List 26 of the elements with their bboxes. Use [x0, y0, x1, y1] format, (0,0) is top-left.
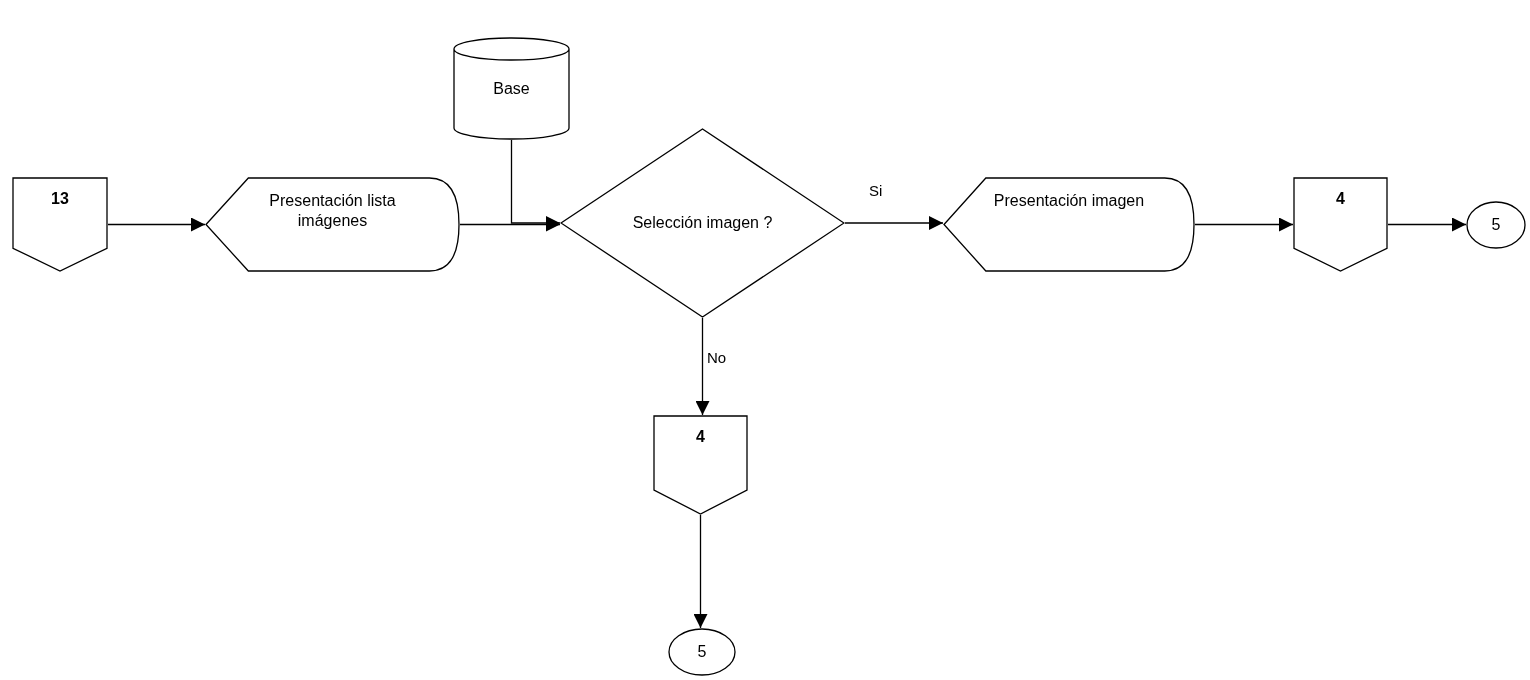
node-label: Presentación lista imágenes — [268, 191, 397, 231]
off-page-connector — [12, 177, 108, 272]
off-page-connector — [1293, 177, 1388, 272]
off-page-connector — [653, 415, 748, 515]
node-label: Base — [493, 78, 530, 99]
connector-circle — [668, 628, 736, 676]
node-label: 5 — [697, 642, 707, 662]
edge-label: No — [706, 350, 728, 365]
arrow — [695, 317, 710, 416]
connector-number: 13 — [51, 189, 69, 209]
display-shape — [205, 177, 460, 272]
arrow — [1194, 217, 1294, 232]
arrow — [107, 217, 206, 232]
arrow — [1387, 217, 1467, 232]
display-shape — [943, 177, 1195, 272]
connector-circle — [1466, 201, 1526, 249]
arrow — [693, 514, 708, 629]
database-cylinder — [453, 37, 570, 140]
decision-diamond — [560, 128, 845, 318]
edge-label: Si — [868, 183, 884, 198]
node-label: Selección imagen ? — [632, 213, 773, 233]
arrow — [844, 216, 944, 230]
connector-number: 4 — [696, 427, 705, 447]
node-label: 5 — [1491, 215, 1501, 235]
connector-number: 4 — [1336, 189, 1345, 209]
node-label: Presentación imagen — [993, 191, 1145, 211]
